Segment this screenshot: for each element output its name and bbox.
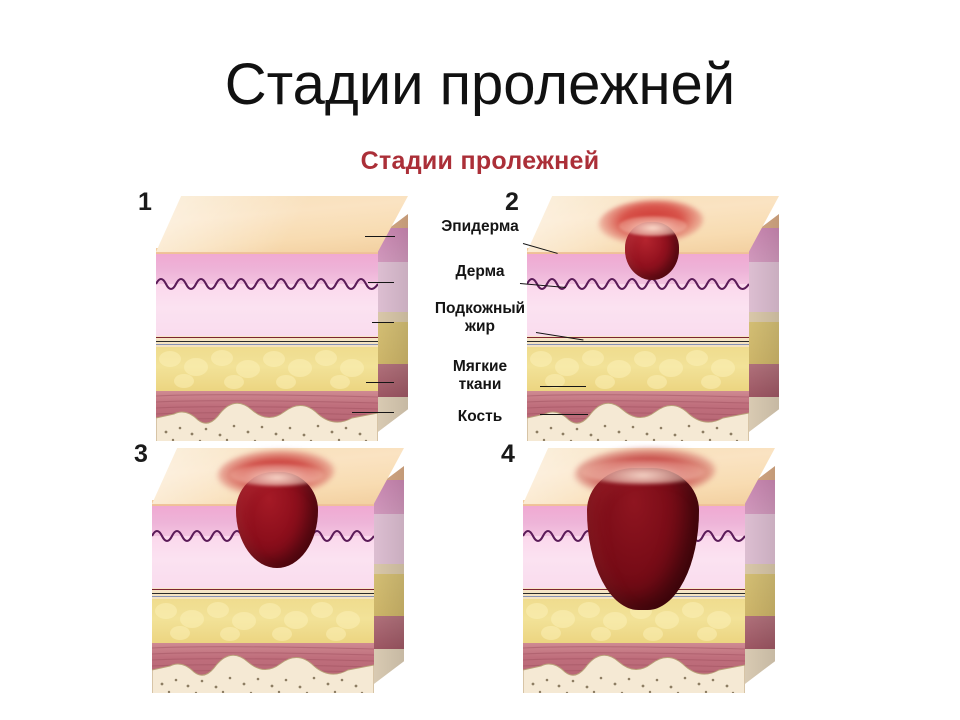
leader-bone-left [352, 412, 394, 413]
stage-2-wound-rim [619, 216, 687, 236]
fat-texture-3 [155, 602, 360, 641]
stage-number-4: 4 [501, 440, 515, 468]
diagram-subtitle: Стадии пролежней [360, 147, 600, 175]
leader-dermis-left [368, 282, 394, 283]
fat-texture-1 [159, 350, 364, 389]
bone-structure-1 [156, 402, 378, 441]
skin-front-face-2 [527, 248, 749, 441]
stage-4-ulcer-cavity [587, 468, 699, 610]
bone-structure-3 [152, 654, 374, 693]
stage-3-wound-rim [230, 464, 324, 486]
layer-legend: Эпидерма Дерма Подкожный жир Мягкие ткан… [396, 218, 564, 425]
label-subcutaneous-fat: Подкожный жир [434, 300, 526, 335]
fat-layer-1 [156, 347, 378, 391]
stage-4-illustration: 4 [501, 442, 775, 693]
bone-structure-2 [527, 402, 749, 441]
leader-bone-right [540, 414, 588, 415]
dermis-lower-layer-1 [156, 284, 378, 336]
leader-soft-left [366, 382, 394, 383]
stage-number-2: 2 [505, 188, 519, 216]
skin-cross-section-1 [156, 196, 408, 441]
fat-texture-2 [530, 350, 735, 389]
skin-cross-section-2 [527, 196, 779, 441]
label-dermis: Дерма [455, 263, 505, 280]
label-epidermis: Эпидерма [441, 218, 519, 235]
skin-cross-section-4 [523, 448, 775, 693]
stage-number-3: 3 [134, 440, 148, 468]
dermo-epidermal-wave-1 [156, 277, 378, 291]
leader-fat-left [372, 322, 394, 323]
dermis-lower-layer-2 [527, 284, 749, 336]
skin-front-face-1 [156, 248, 378, 441]
skin-cross-section-3 [152, 448, 404, 693]
stage-4-wound-rim [581, 460, 705, 484]
bone-structure-4 [523, 654, 745, 693]
stage-number-1: 1 [138, 188, 152, 216]
label-soft-tissue: Мягкие ткани [452, 358, 508, 393]
dermo-epidermal-wave-2 [527, 277, 749, 291]
fat-layer-2 [527, 347, 749, 391]
stage-3-illustration: 3 [134, 442, 404, 693]
stage-2-illustration: 2 [505, 190, 779, 441]
page-title: Стадии пролежней [224, 52, 736, 117]
stage-3-ulcer-cavity [236, 472, 318, 568]
skin-surface-highlight-1 [156, 196, 408, 252]
label-bone: Кость [457, 408, 503, 425]
fat-layer-3 [152, 599, 374, 643]
leader-soft-right [540, 386, 586, 387]
stage-1-illustration: 1 [138, 190, 408, 441]
leader-epidermis-left [365, 236, 395, 237]
